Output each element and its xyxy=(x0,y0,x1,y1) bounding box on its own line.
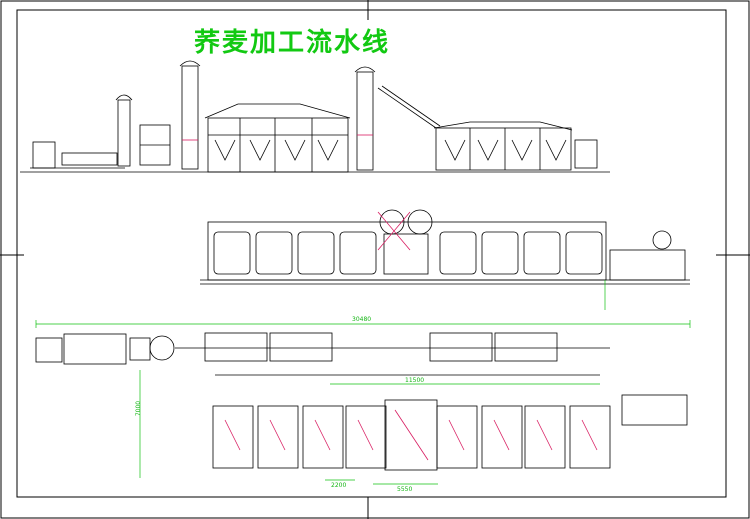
dimension-offset: 2200 xyxy=(331,482,347,489)
drawing-title: 荞麦加工流水线 xyxy=(194,28,391,58)
plan-view xyxy=(35,332,688,471)
elevation-accent xyxy=(182,134,373,141)
mill-row xyxy=(200,209,690,285)
elevation-view xyxy=(20,60,610,173)
mill-accent xyxy=(377,211,411,251)
dimension-overall-length: 30480 xyxy=(352,316,372,323)
dimension-width: 7000 xyxy=(135,400,143,417)
dimension-gap: 5550 xyxy=(397,486,413,493)
dimension-bay-length: 11500 xyxy=(405,377,425,384)
dimension-lines xyxy=(35,280,691,485)
plan-accent xyxy=(224,409,598,461)
